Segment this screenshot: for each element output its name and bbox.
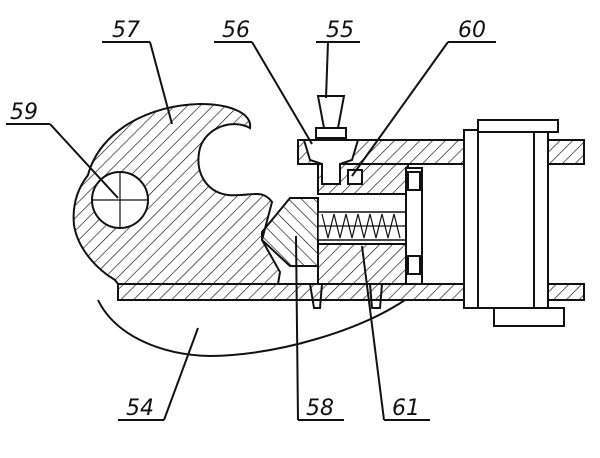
leaders [6,41,496,421]
part-55-nozzle [316,95,346,129]
part-60-seat [347,169,363,185]
label-55: 55 [326,18,354,43]
part-61-spring [317,211,407,241]
nozzle-collar [315,127,347,139]
label-56: 56 [222,18,250,43]
label-60: 60 [458,18,486,43]
part-57-hook [72,102,282,285]
base-plate [117,283,465,301]
label-54: 54 [126,396,154,421]
label-59: 59 [10,100,38,125]
part-54-lever [97,299,406,358]
groove-right [369,283,383,309]
label-58: 58 [306,396,334,421]
groove-left [309,283,323,309]
top-plate-right [547,139,585,165]
label-57: 57 [112,18,140,43]
part-56-fitting [302,139,360,185]
label-61: 61 [392,396,420,421]
cover-bolt-bottom [407,255,421,275]
part-59-pin [91,171,149,229]
cylinder [463,119,565,327]
base-plate-right [547,283,585,301]
cover-bolt-top [407,171,421,191]
